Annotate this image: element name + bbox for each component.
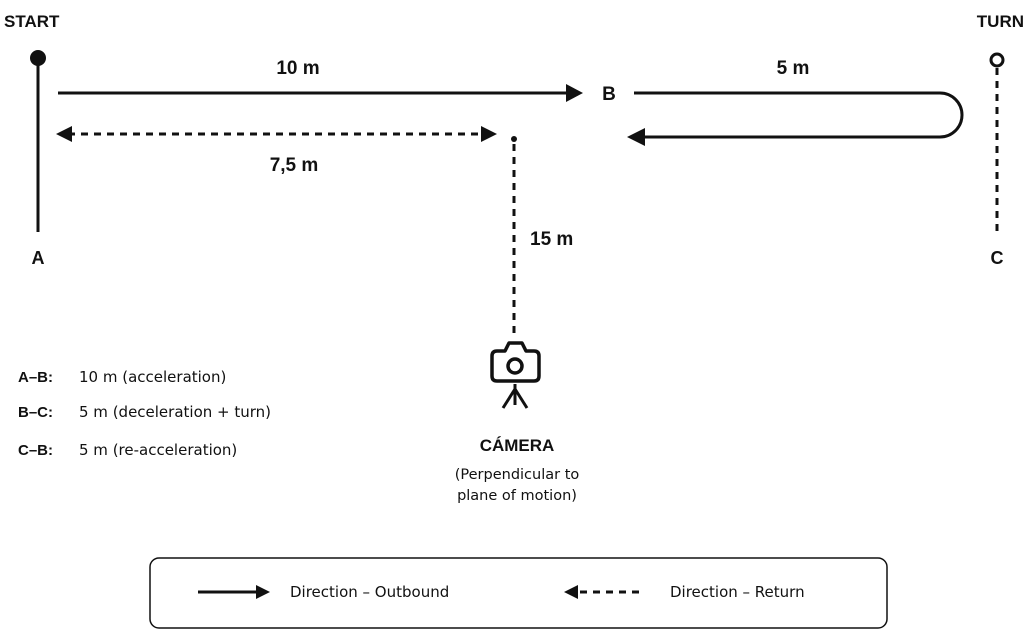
turn-loop-distance-label: 5 m [777,58,810,79]
legend-outbound-label: Direction – Outbound [290,583,449,601]
turn-label: TURN [977,12,1024,31]
legend: Direction – Outbound Direction – Return [149,557,888,629]
outbound-distance-label: 10 m [276,58,319,79]
camera-offset-right-arrowhead [481,126,497,142]
legend-return-label: Direction – Return [670,583,805,601]
segment-key: C–B: [18,442,53,459]
point-a-label: A [32,248,45,268]
segment-key: A–B: [18,369,53,386]
camera-note-line-1: (Perpendicular to [455,467,580,483]
camera-offset-distance-label: 7,5 m [270,155,319,176]
legend-box [149,557,888,629]
legend-return-arrowhead [564,585,578,599]
segment-list: A–B: 10 m (acceleration) B–C: 5 m (decel… [18,368,271,459]
segment-key: B–C: [18,404,53,421]
legend-outbound-arrowhead [256,585,270,599]
camera-offset-left-arrowhead [56,126,72,142]
point-c-label: C [991,248,1004,268]
turn-marker [989,52,1005,68]
outbound-arrowhead [566,84,583,102]
camera-distance-label: 15 m [530,229,573,250]
point-b-label: B [602,84,616,105]
segment-value: 10 m (acceleration) [79,368,226,386]
segment-value: 5 m (deceleration + turn) [79,403,271,421]
camera-note-line-2: plane of motion) [457,488,577,504]
segment-value: 5 m (re-acceleration) [79,441,237,459]
camera-title: CÁMERA [480,436,555,455]
turn-loop-arrowhead [627,128,645,146]
camera-axis-dot [511,136,517,142]
camera-icon [490,341,541,409]
turn-loop-path [634,91,964,139]
start-label: START [4,12,60,31]
